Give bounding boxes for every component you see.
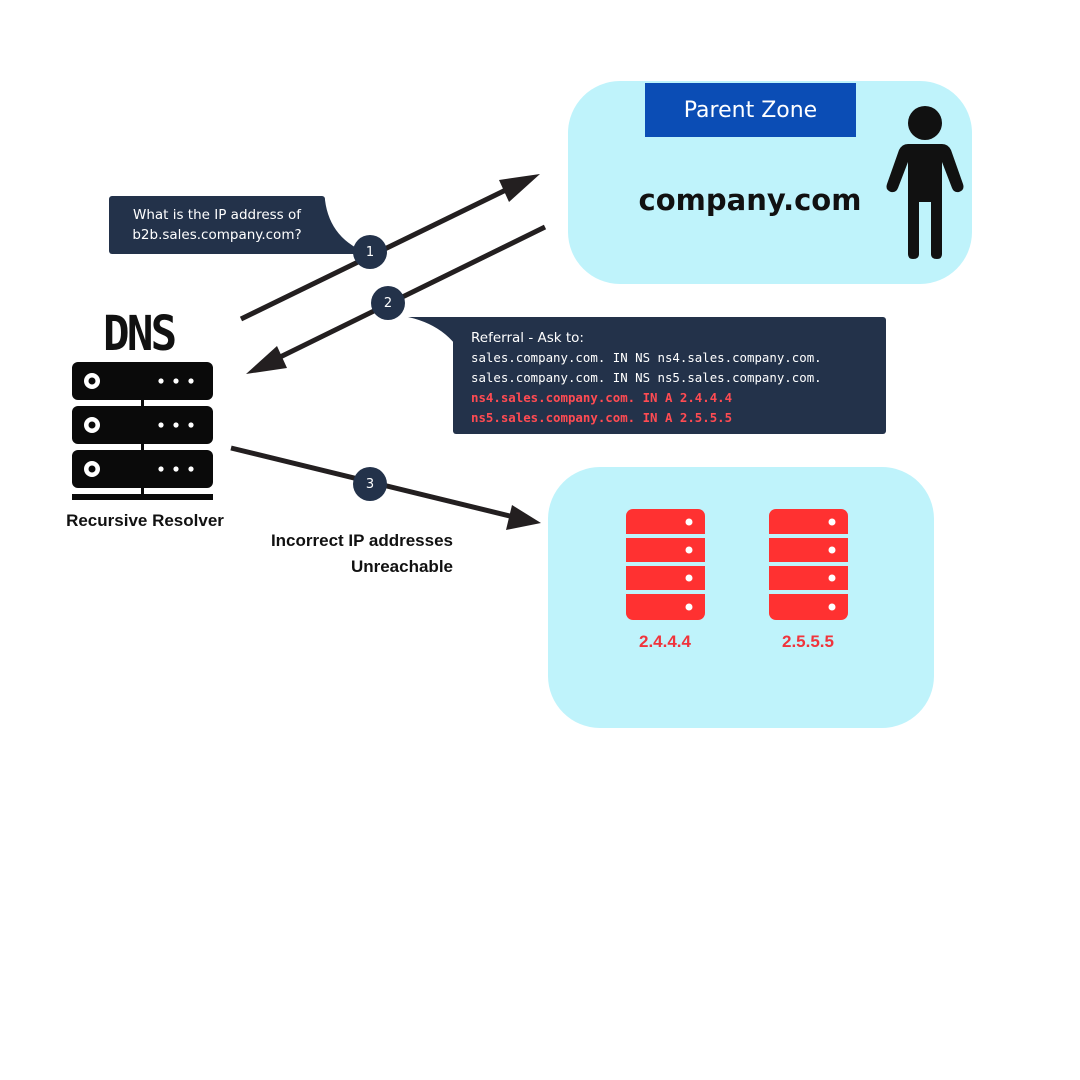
query-line-1: What is the IP address of xyxy=(132,207,302,223)
referral-title: Referral - Ask to: xyxy=(471,330,584,346)
server-icon xyxy=(626,509,705,620)
step-badge-3: 3 xyxy=(353,467,387,501)
person-icon xyxy=(886,106,964,259)
failure-line-2: Unreachable xyxy=(350,557,453,576)
referral-bubble: Referral - Ask to: sales.company.com. IN… xyxy=(453,317,886,434)
parent-zone-header: Parent Zone xyxy=(645,83,856,137)
server-ip-label: 2.4.4.4 xyxy=(639,632,691,651)
ns-record-1: sales.company.com. IN NS ns4.sales.compa… xyxy=(471,350,822,365)
a-record-1: ns4.sales.company.com. IN A 2.4.4.4 xyxy=(471,390,733,405)
server-rack-icon xyxy=(72,362,213,500)
failure-line-1: Incorrect IP addresses xyxy=(270,531,453,550)
parent-zone-domain: company.com xyxy=(638,183,862,217)
child-zone-box xyxy=(548,467,934,728)
query-line-2: b2b.sales.company.com? xyxy=(132,227,302,243)
step-badge-1: 1 xyxy=(353,235,387,269)
ns-record-2: sales.company.com. IN NS ns5.sales.compa… xyxy=(471,370,822,385)
dns-logo-text: DNS xyxy=(103,306,177,362)
server-icon xyxy=(769,509,848,620)
resolver-label: Recursive Resolver xyxy=(66,511,224,530)
arrow-referral xyxy=(246,224,547,374)
a-record-2: ns5.sales.company.com. IN A 2.5.5.5 xyxy=(471,410,733,425)
query-bubble: What is the IP address of b2b.sales.comp… xyxy=(109,196,325,254)
server-ip-label: 2.5.5.5 xyxy=(782,632,834,651)
step-badge-2: 2 xyxy=(371,286,405,320)
